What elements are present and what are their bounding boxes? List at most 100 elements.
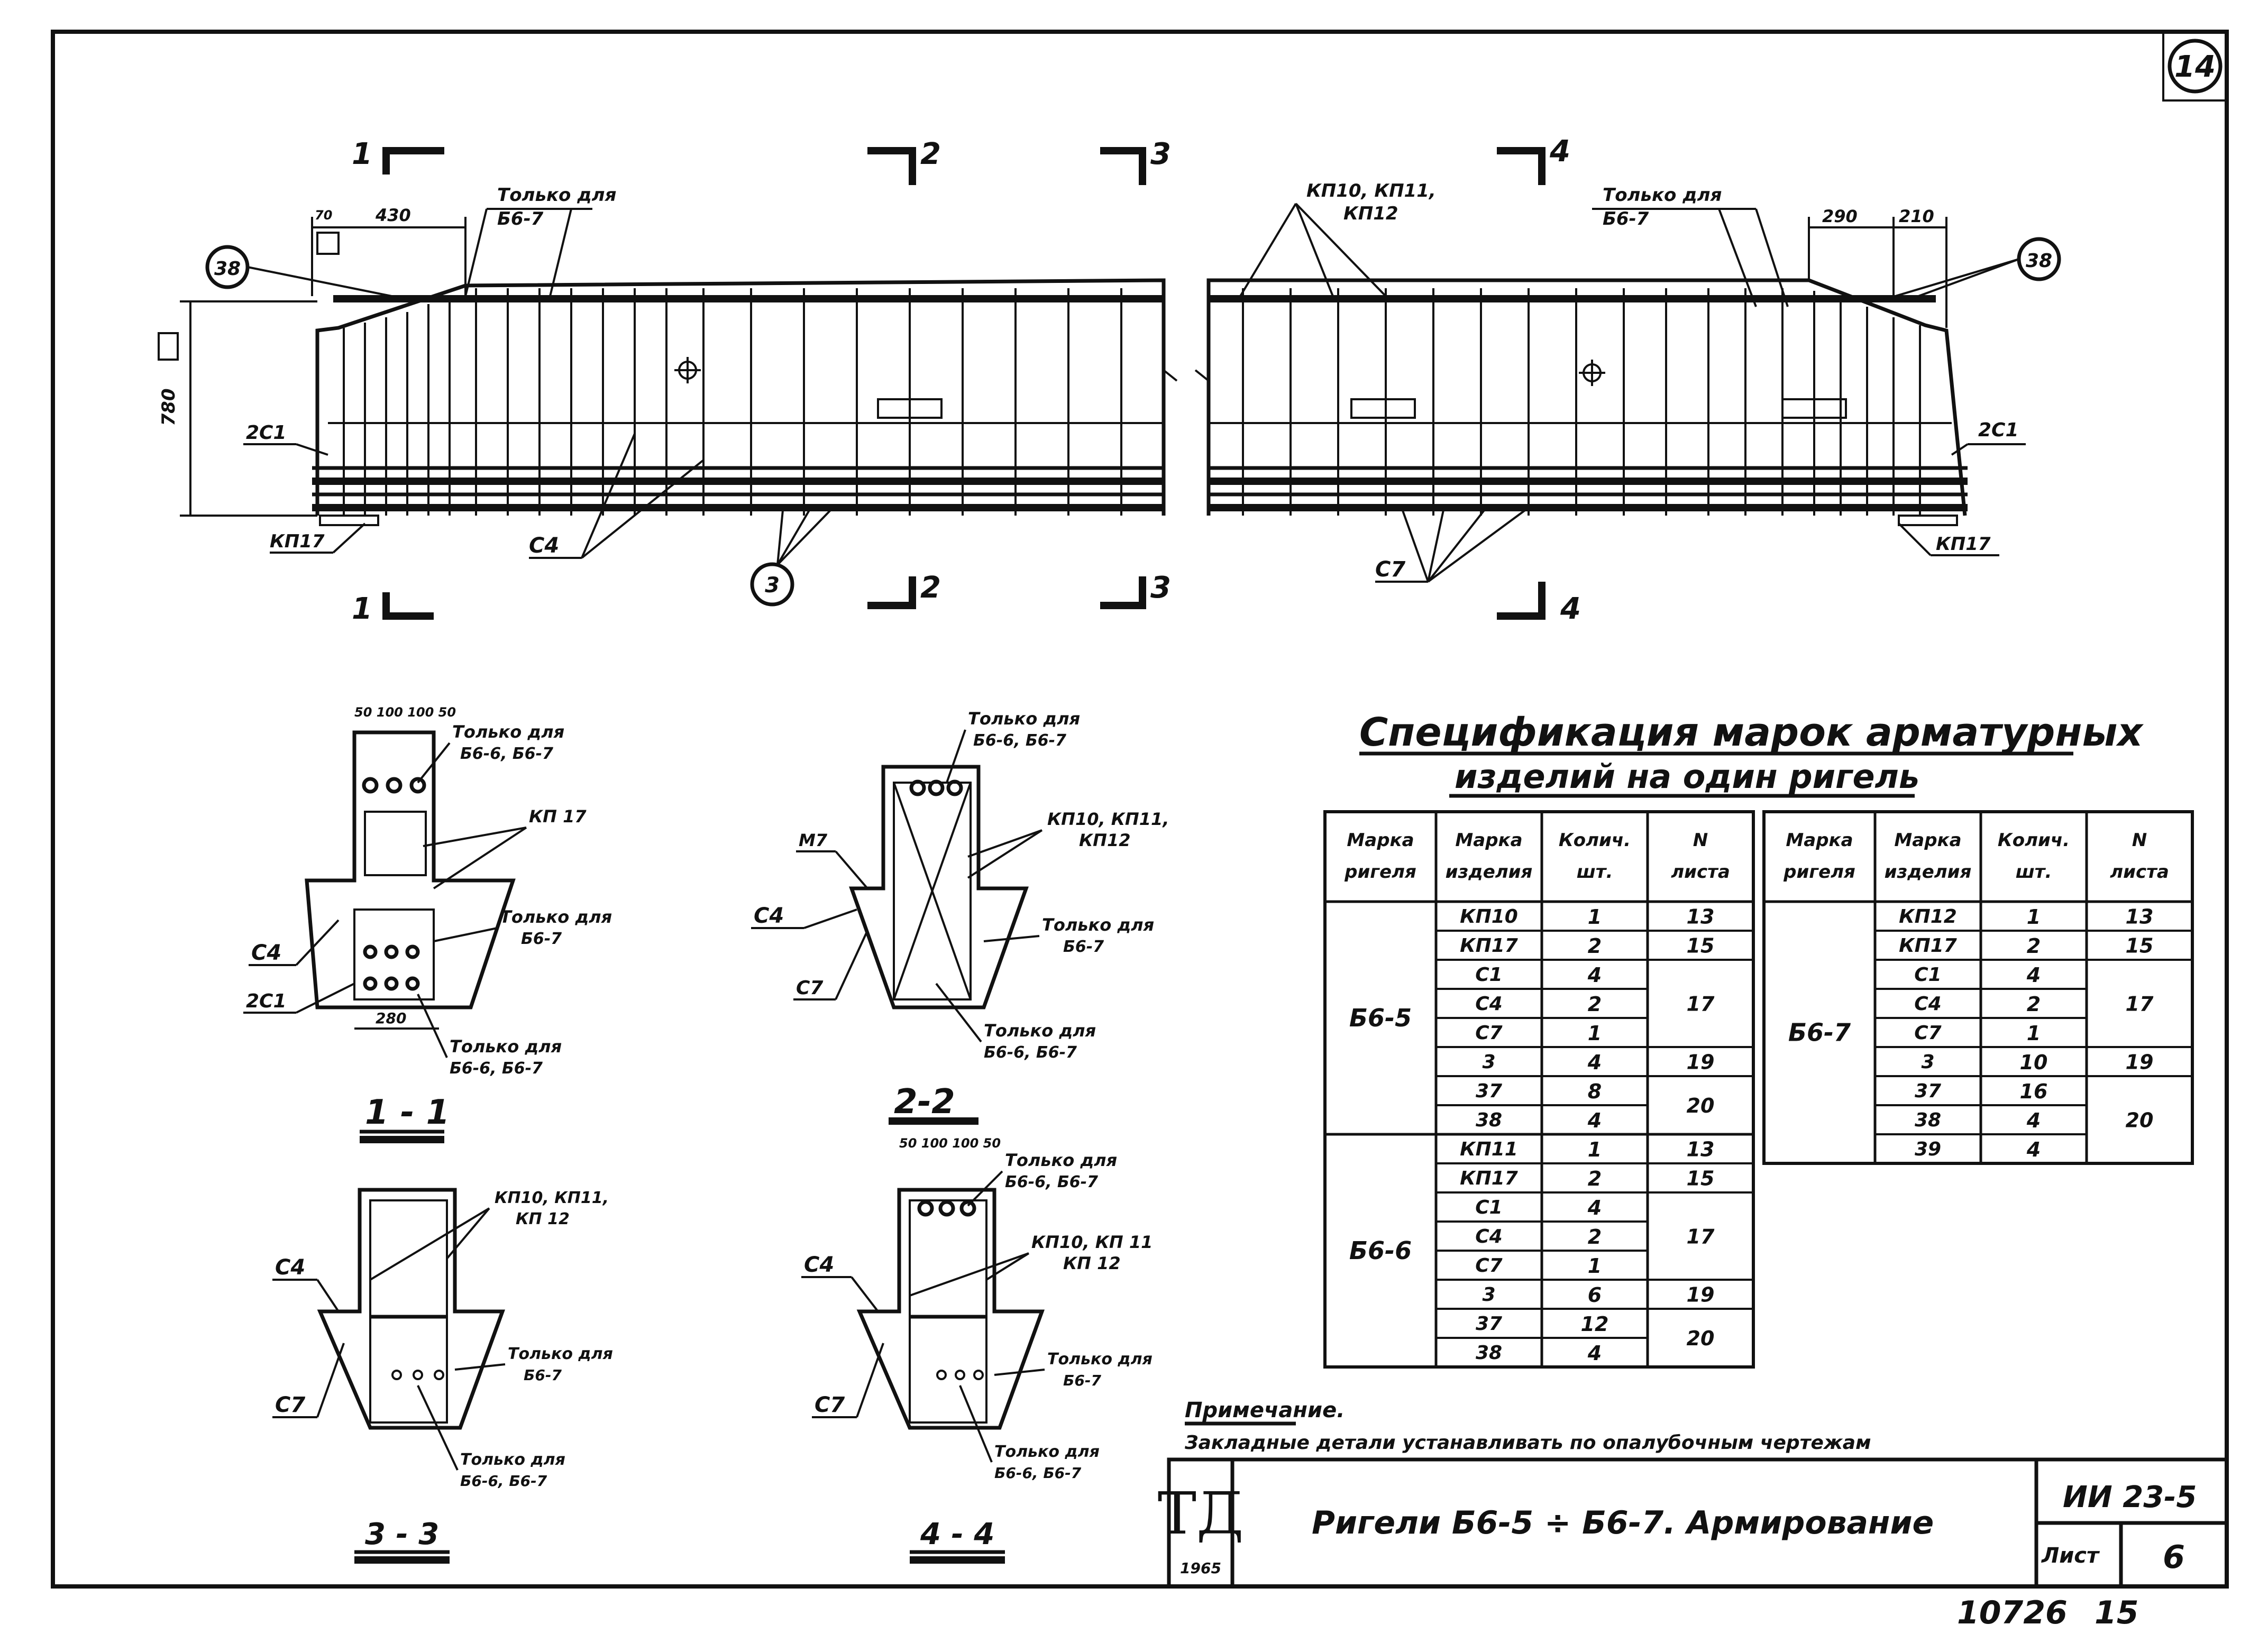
sheet-ref: 19 xyxy=(2126,1051,2154,1074)
s11-dim-280: 280 xyxy=(376,1009,406,1027)
item-mark: 37 xyxy=(1915,1080,1941,1102)
label-c4: С4 xyxy=(529,534,559,558)
item-qty: 4 xyxy=(1587,963,1602,987)
section-mark: 4 xyxy=(1549,134,1570,169)
item-mark: 38 xyxy=(1915,1109,1941,1131)
item-qty: 12 xyxy=(1581,1312,1609,1336)
item-mark: 38 xyxy=(1476,1342,1502,1364)
header-cell: листа xyxy=(1671,861,1730,883)
embedded-plate xyxy=(1781,398,1847,419)
item-mark: С7 xyxy=(1475,1022,1502,1044)
item-mark: С7 xyxy=(1914,1022,1941,1044)
section-1-1: 50 100 100 50 Только для Б6-6, Б6-7 КП 1… xyxy=(243,705,612,1143)
section-3-3: КП10, КП11, КП 12 С4 Только для Б6-7 С7 … xyxy=(272,1188,613,1564)
bubble-3-text: 3 xyxy=(765,573,780,598)
break-mark xyxy=(1194,369,1210,382)
item-mark: КП17 xyxy=(1899,935,1957,957)
sheet-ref: 17 xyxy=(2126,993,2154,1016)
logo: ТД xyxy=(1158,1480,1244,1547)
s11-only-a1: Только для xyxy=(452,722,564,742)
label-kp17: КП17 xyxy=(1936,534,1991,555)
break-mark xyxy=(1163,369,1178,382)
header-cell: ригеля xyxy=(1783,861,1855,883)
header-cell: Марка xyxy=(1455,830,1522,851)
s11-only-c2: Б6-6, Б6-7 xyxy=(450,1059,543,1078)
label-2c1: 2С1 xyxy=(246,422,287,444)
item-mark: С4 xyxy=(1475,993,1502,1015)
s44-only-c1: Только для xyxy=(994,1443,1100,1461)
item-mark: С1 xyxy=(1475,964,1502,986)
item-mark: С1 xyxy=(1914,964,1941,986)
stirrups-left xyxy=(343,288,1122,516)
beam-mark: Б6-7 xyxy=(1788,1018,1851,1047)
item-qty: 1 xyxy=(2027,1022,2041,1045)
s33-only-b1: Только для xyxy=(460,1451,565,1469)
item-mark: 38 xyxy=(1476,1109,1502,1131)
item-mark: 37 xyxy=(1476,1080,1502,1102)
section-title: 1 - 1 xyxy=(365,1093,450,1132)
item-mark: КП17 xyxy=(1460,1168,1518,1189)
embedded-plate xyxy=(1350,398,1416,419)
s11-only-c1: Только для xyxy=(450,1036,562,1057)
bubble-38-text: 38 xyxy=(214,258,241,280)
item-qty: 4 xyxy=(1587,1109,1602,1132)
s44-only-b1: Только для xyxy=(1047,1350,1153,1369)
header-cell: шт. xyxy=(2016,861,2052,883)
dim-780: 780 xyxy=(158,389,179,426)
s33-c7: С7 xyxy=(275,1393,305,1417)
sheet-ref: 13 xyxy=(1687,905,1715,929)
item-qty: 1 xyxy=(1588,1254,1602,1278)
header-cell: Колич. xyxy=(1559,830,1631,851)
dim-290: 290 xyxy=(1822,206,1858,226)
s22-c7: С7 xyxy=(796,977,823,999)
item-mark: 39 xyxy=(1915,1139,1941,1160)
item-qty: 4 xyxy=(2026,963,2041,987)
dim-mark-box xyxy=(158,332,179,361)
label-kp17: КП17 xyxy=(270,531,325,552)
header-cell: изделия xyxy=(1446,861,1533,883)
callout-only-b67: Только для xyxy=(497,185,616,206)
sheet-border xyxy=(51,30,2229,1589)
beam-outline-right xyxy=(1206,278,1967,516)
item-qty: 1 xyxy=(2027,905,2041,929)
sheet-ref: 17 xyxy=(1687,993,1715,1016)
s44-kp-b: КП 12 xyxy=(1063,1253,1121,1273)
item-mark: С4 xyxy=(1914,993,1941,1015)
s33-only-a2: Б6-7 xyxy=(524,1366,562,1384)
label-2c1: 2С1 xyxy=(1978,419,2019,441)
spec-tables: МаркаригеляМаркаизделияКолич.шт.NлистаБ6… xyxy=(1323,810,2194,1369)
stirrups-right xyxy=(1242,288,1921,516)
beam-outline-left xyxy=(315,278,1166,516)
inventory-sheet: 15 xyxy=(2095,1594,2139,1631)
s11-kp17: КП 17 xyxy=(529,806,587,827)
title-block: ТД 1965 Ригели Б6-5 ÷ Б6-7. Армирование … xyxy=(1158,1457,2229,1589)
header-cell: Марка xyxy=(1786,830,1853,851)
item-mark: С4 xyxy=(1475,1226,1502,1247)
item-qty: 2 xyxy=(2027,934,2041,958)
s44-only-b2: Б6-7 xyxy=(1063,1372,1101,1389)
s22-only-c1: Только для xyxy=(984,1021,1096,1041)
item-qty: 16 xyxy=(2020,1080,2048,1103)
section-title: 2-2 xyxy=(894,1082,955,1122)
callout-only-b67: Только для xyxy=(1603,185,1722,206)
header-cell: ригеля xyxy=(1344,861,1416,883)
s11-only-b2: Б6-7 xyxy=(521,930,562,948)
item-mark: С7 xyxy=(1475,1255,1502,1277)
item-qty: 10 xyxy=(2020,1051,2048,1074)
section-4-4: 50 100 100 50 Только для Б6-6, Б6-7 КП10… xyxy=(801,1136,1153,1564)
sheet-label: Лист xyxy=(2041,1544,2100,1568)
section-mark: 3 xyxy=(1150,571,1171,605)
s11-2c1: 2С1 xyxy=(246,990,287,1012)
s33-kp-b: КП 12 xyxy=(516,1210,570,1228)
item-mark: КП11 xyxy=(1460,1139,1518,1160)
beam-mark: Б6-6 xyxy=(1349,1236,1412,1265)
beam-elevation: 780 430 70 290 210 1 1 2 2 3 3 4 xyxy=(158,134,2061,626)
dim-430: 430 xyxy=(375,205,411,225)
page-number-circle xyxy=(2168,39,2223,94)
note-text: Закладные детали устанавливать по опалуб… xyxy=(1184,1432,1871,1454)
sheet-ref: 15 xyxy=(1687,934,1715,958)
item-qty: 4 xyxy=(2026,1138,2041,1161)
sheet-ref: 17 xyxy=(1687,1225,1715,1249)
item-mark: С1 xyxy=(1475,1197,1502,1218)
